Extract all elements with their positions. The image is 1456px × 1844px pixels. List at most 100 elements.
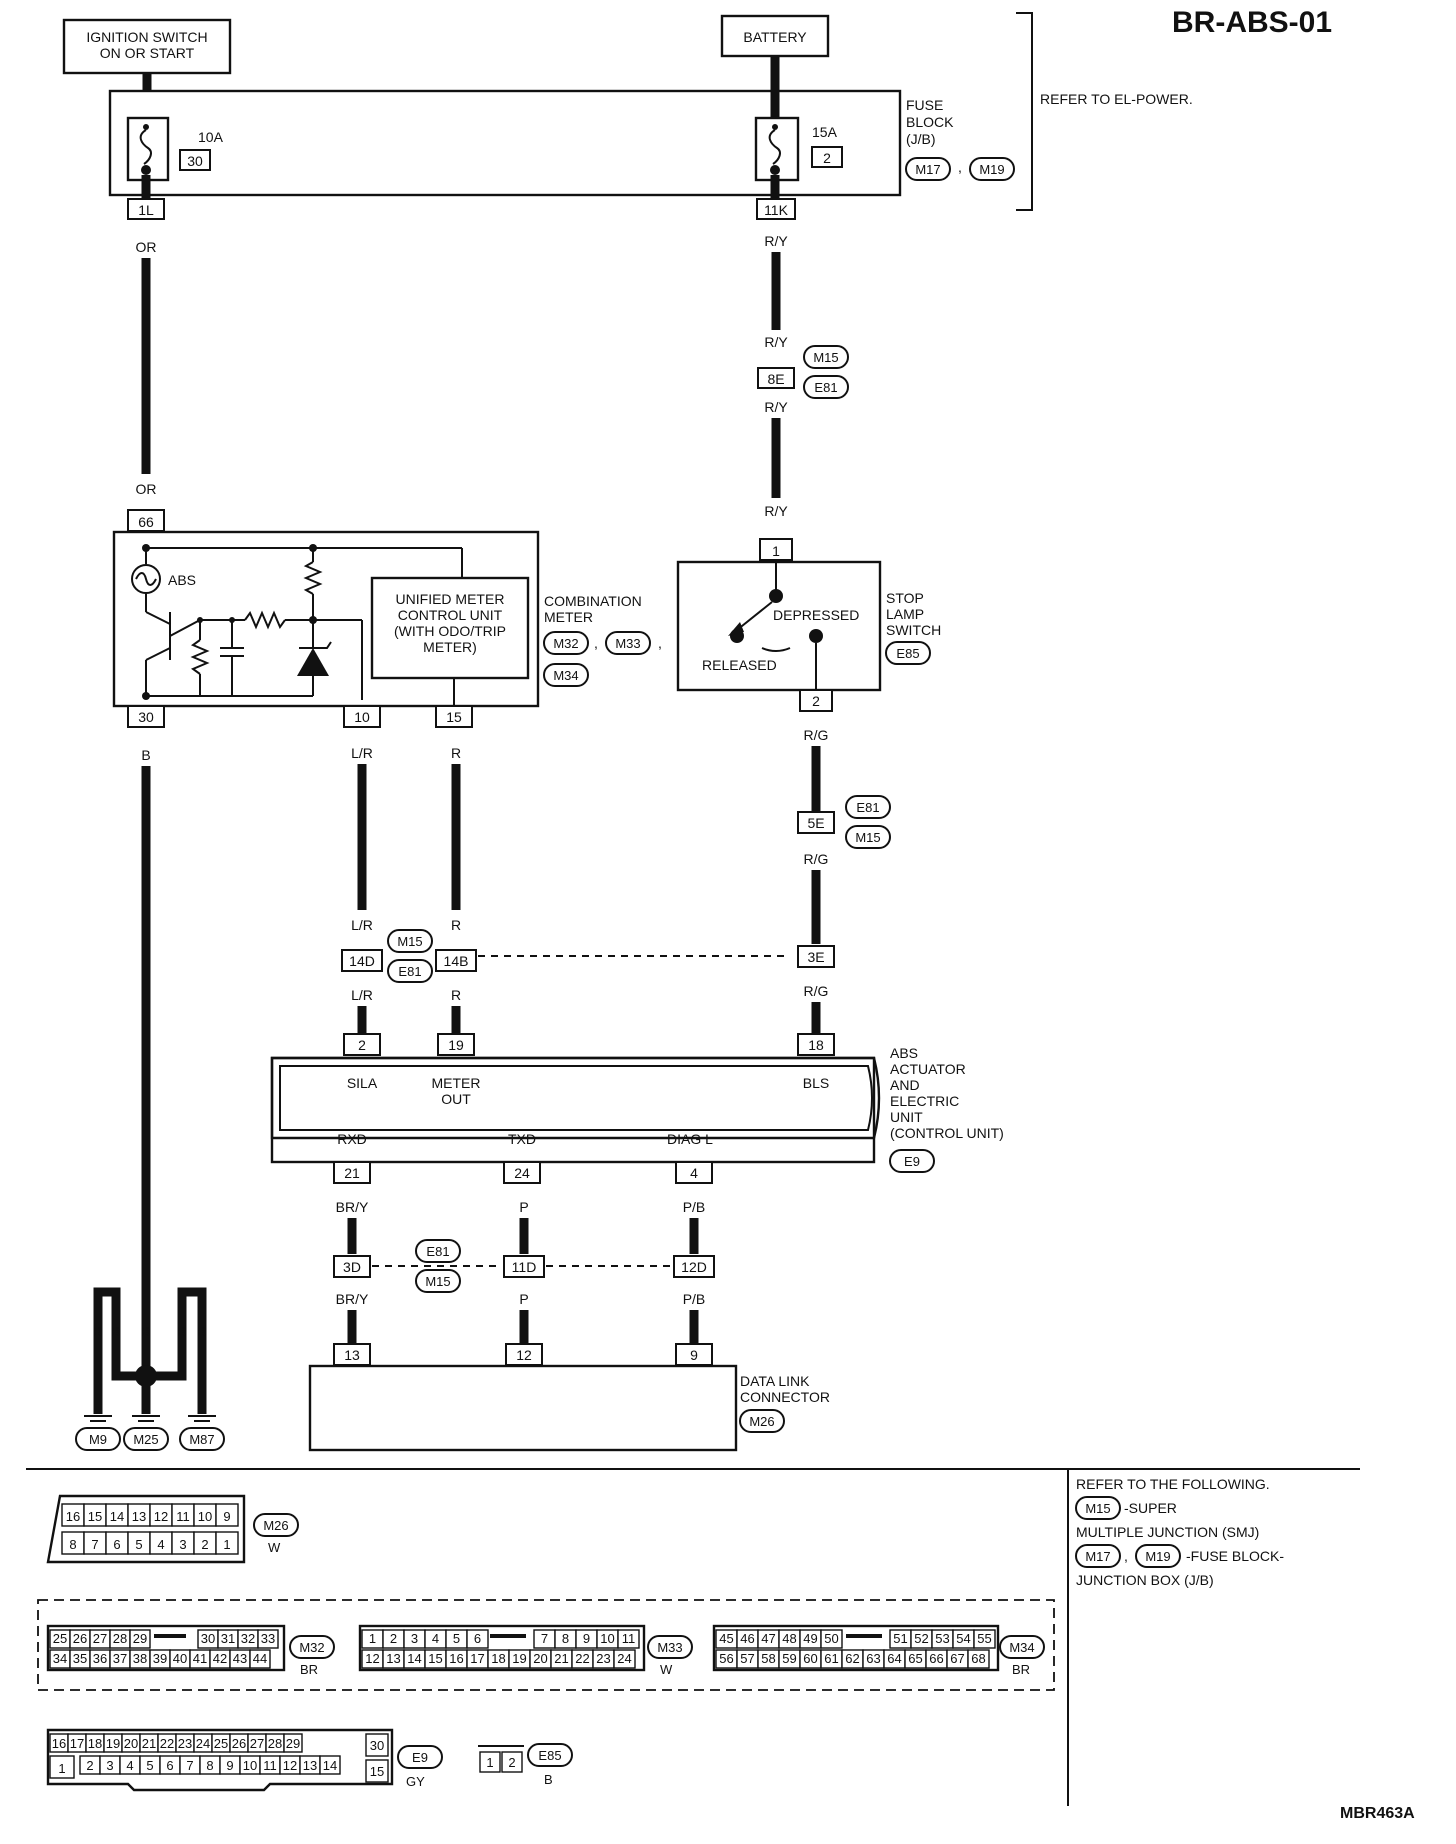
terminal-30: 30: [138, 709, 154, 725]
terminal-12d: 12D: [681, 1259, 707, 1275]
m34-cell: [973, 1629, 996, 1649]
terminal-9: 9: [690, 1347, 698, 1363]
e9-pin: 4: [126, 1758, 133, 1773]
connector-m34: M34: [553, 668, 578, 683]
m26-pin: 8: [69, 1537, 76, 1552]
m34-pin: 50: [824, 1631, 838, 1646]
unified-meter-label-2: CONTROL UNIT: [398, 607, 503, 623]
rxd-label: RXD: [337, 1131, 367, 1147]
m34-pin: 49: [803, 1631, 817, 1646]
wire-p-2: P: [519, 1291, 528, 1307]
pinout-m32-color: BR: [300, 1662, 318, 1677]
svg-text:,: ,: [958, 159, 962, 175]
m26-pin: 15: [88, 1509, 102, 1524]
wire-r-2: R: [451, 917, 461, 933]
pinout-e9-id: E9: [412, 1750, 428, 1765]
m26-pin: 5: [135, 1537, 142, 1552]
fuse-block-label-3: (J/B): [906, 131, 936, 147]
fuse-block: 10A 30 15A 2: [108, 89, 902, 197]
m33-pin: 22: [575, 1651, 589, 1666]
svg-text:,: ,: [594, 635, 598, 651]
terminal-15: 15: [446, 709, 462, 725]
m33-pin: 23: [596, 1651, 610, 1666]
sila-label: SILA: [347, 1075, 378, 1091]
terminal-8e: 8E: [767, 371, 784, 387]
m32-pin: 34: [53, 1651, 67, 1666]
e9-pin: 12: [283, 1758, 297, 1773]
m33-pin: 14: [407, 1651, 421, 1666]
m33-pin: 20: [533, 1651, 547, 1666]
m33-pin: 5: [453, 1631, 460, 1646]
wire-b-g5: B: [198, 1324, 207, 1339]
fuse-15a-rating: 15A: [812, 124, 838, 140]
ground-m25: M25: [133, 1432, 158, 1447]
m32-pin: 37: [113, 1651, 127, 1666]
pinout-e85-color: B: [544, 1772, 553, 1787]
terminal-2-switch: 2: [812, 693, 820, 709]
m26-pin: 4: [157, 1537, 164, 1552]
ignition-switch: IGNITION SWITCH ON OR START: [62, 18, 232, 75]
e9-pin: 25: [214, 1736, 228, 1751]
meter-out-label-2: OUT: [441, 1091, 471, 1107]
wire-rg-1: R/G: [804, 727, 829, 743]
m32-pin: 44: [253, 1651, 267, 1666]
pinout-e85-id: E85: [538, 1748, 561, 1763]
ground-group: B B B B B M9 M25 M87: [75, 1287, 225, 1451]
svg-text:,: ,: [658, 635, 662, 651]
e9-cell: [49, 1755, 75, 1779]
m26-pin: 13: [132, 1509, 146, 1524]
e9-pin: 15: [370, 1764, 384, 1779]
zener-diode-icon: [297, 648, 329, 676]
e9-pin: 27: [250, 1736, 264, 1751]
pinout-m26-color: W: [268, 1540, 281, 1555]
stop-lamp-switch: DEPRESSED RELEASED: [676, 560, 882, 692]
m32-cell: [257, 1629, 279, 1649]
m26-pin: 12: [154, 1509, 168, 1524]
connector-m19: M19: [979, 162, 1004, 177]
e9-pin: 8: [206, 1758, 213, 1773]
m32-pin: 38: [133, 1651, 147, 1666]
stop-lamp-label-3: SWITCH: [886, 622, 941, 638]
e9-pin: 30: [370, 1738, 384, 1753]
combination-meter-label-1: COMBINATION: [544, 593, 642, 609]
battery-label: BATTERY: [743, 29, 807, 45]
wire-lr-3: L/R: [351, 987, 373, 1003]
m33-pin: 4: [432, 1631, 439, 1646]
combination-meter-label-2: METER: [544, 609, 593, 625]
m33-pin: 11: [622, 1631, 636, 1646]
fuse-15a-number: 2: [823, 150, 831, 166]
connector-m15-d: M15: [425, 1274, 450, 1289]
m33-pin: 12: [365, 1651, 379, 1666]
m32-pin: 25: [53, 1631, 67, 1646]
e9-pin: 29: [286, 1736, 300, 1751]
abs-unit-label-3: AND: [890, 1077, 920, 1093]
pinout-e85-pin-2: 2: [508, 1755, 515, 1770]
battery: BATTERY: [720, 14, 830, 58]
unified-meter-control-unit: [370, 576, 530, 680]
connector-m33: M33: [615, 636, 640, 651]
ground-m9: M9: [89, 1432, 107, 1447]
m26-cell: [215, 1503, 239, 1527]
m34-pin: 47: [761, 1631, 775, 1646]
m34-pin: 52: [914, 1631, 928, 1646]
m32-pin: 36: [93, 1651, 107, 1666]
wire-b-g1: B: [94, 1324, 103, 1339]
m33-cell: [466, 1629, 489, 1649]
refer-m15: M15: [1085, 1501, 1110, 1516]
bls-label: BLS: [803, 1075, 829, 1091]
e9-pin: 1: [58, 1761, 65, 1776]
m33-pin: 15: [428, 1651, 442, 1666]
switch-contact-icon: [736, 601, 773, 631]
m33-pin: 10: [600, 1631, 614, 1646]
terminal-19: 19: [448, 1037, 464, 1053]
m26-pin: 9: [223, 1509, 230, 1524]
m32-cell: [249, 1649, 271, 1669]
abs-actuator-unit: SILA METER OUT BLS RXD TXD DIAG L: [270, 1056, 881, 1147]
pinout-m33-color: W: [660, 1662, 673, 1677]
abs-unit-label-5: UNIT: [890, 1109, 923, 1125]
wire-b-g2: B: [112, 1324, 121, 1339]
wire-b-g4: B: [178, 1324, 187, 1339]
fuse-block-label-1: FUSE: [906, 97, 943, 113]
terminal-3e: 3E: [807, 949, 824, 965]
